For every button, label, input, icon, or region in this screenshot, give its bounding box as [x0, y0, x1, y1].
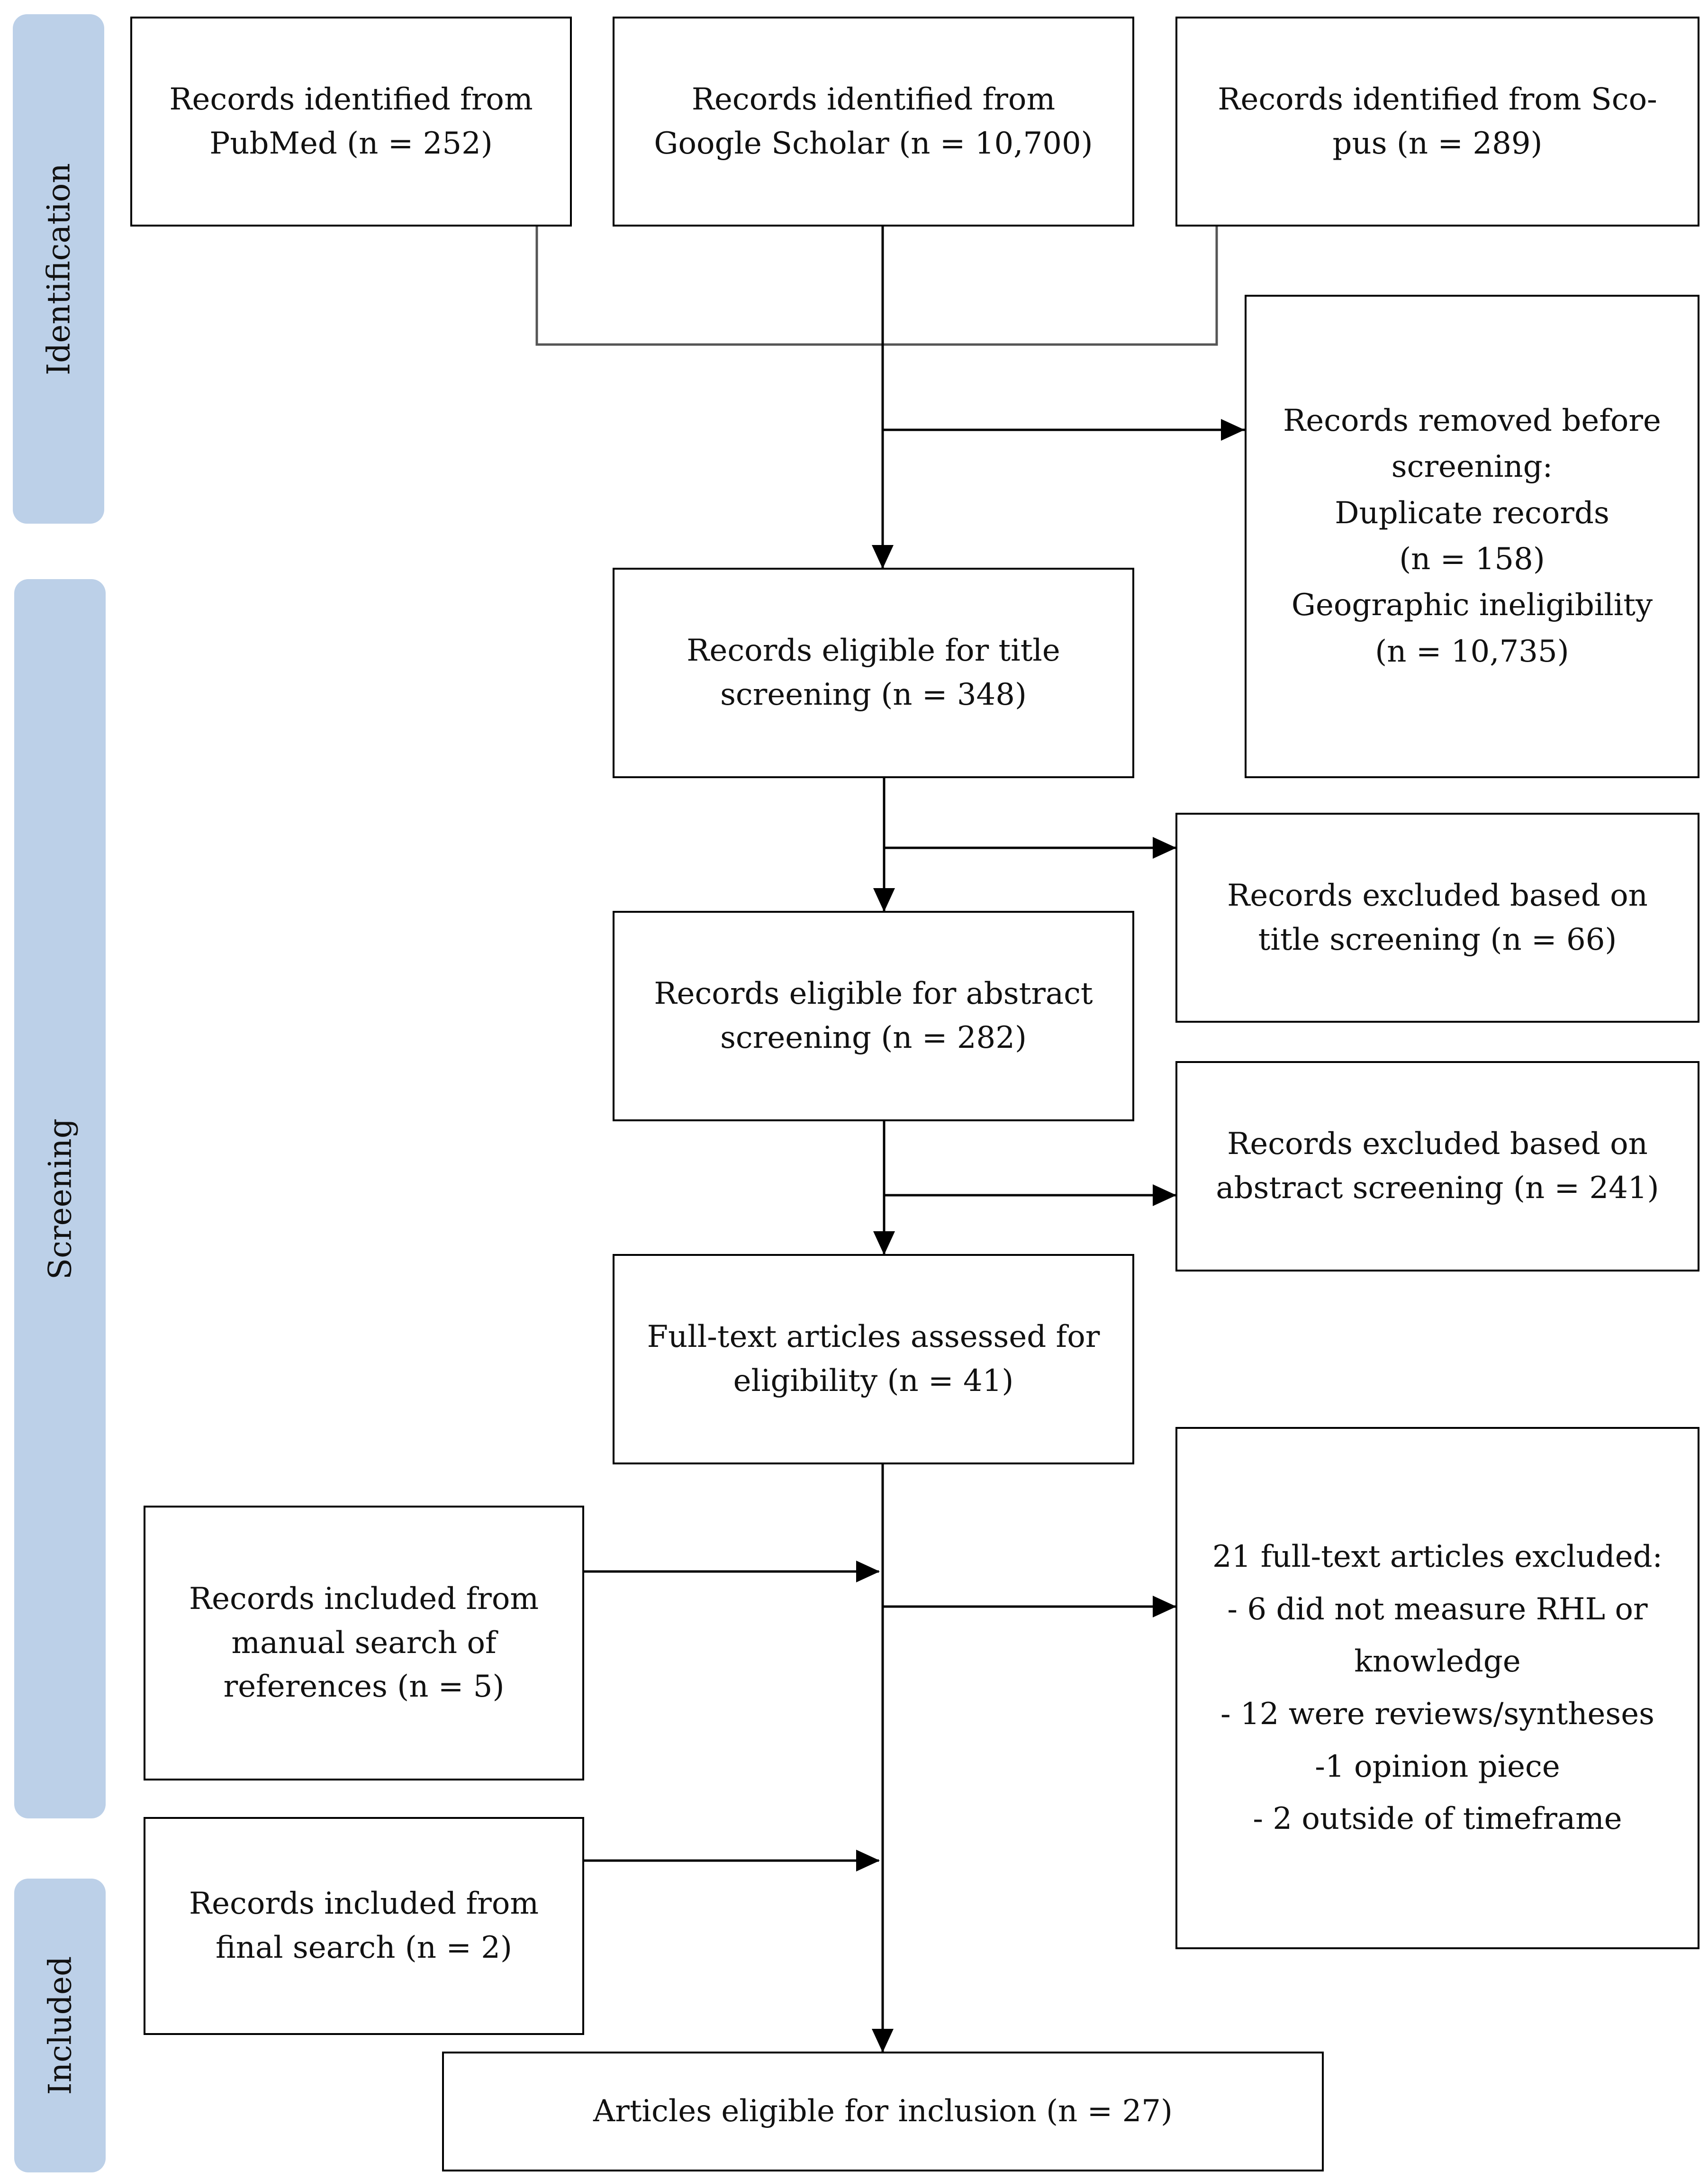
box-text-line: Google Scholar (n = 10,700) — [654, 126, 1093, 161]
box-text-line: manual search of — [231, 1625, 497, 1661]
arrowhead — [1153, 1596, 1176, 1617]
box-text-line: screening (n = 348) — [720, 677, 1027, 712]
box-text-line: Records excluded based on — [1227, 878, 1648, 913]
pubmed-records-box: Records identified from PubMed (n = 252) — [130, 17, 572, 227]
box-text-line: - 12 were reviews/syntheses — [1220, 1697, 1654, 1732]
box-text-line: Records identified from — [169, 82, 533, 117]
box-text-line: Records excluded based on — [1227, 1126, 1648, 1162]
box-text-line: screening: — [1391, 449, 1553, 485]
full-text-excluded-box: 21 full-text articles excluded: - 6 did … — [1175, 1427, 1699, 1949]
phase-bar-identification: Identification — [13, 14, 104, 524]
box-text-line: knowledge — [1354, 1644, 1521, 1680]
title-screening-box: Records eligible for title screening (n … — [613, 568, 1134, 778]
arrowhead — [1153, 837, 1176, 859]
box-text-line: Duplicate records — [1335, 495, 1609, 531]
box-text-line: eligibility (n = 41) — [733, 1363, 1014, 1399]
box-text-line: Records identified from — [691, 82, 1056, 117]
arrowhead — [1221, 419, 1245, 441]
arrowhead — [873, 888, 895, 912]
phase-bar-screening: Screening — [14, 579, 106, 1818]
box-text-line: title screening (n = 66) — [1258, 922, 1617, 957]
box-text-line: -1 opinion piece — [1315, 1749, 1560, 1784]
phase-label-included: Included — [42, 1956, 78, 2095]
arrowhead — [872, 2029, 894, 2053]
box-text-line: (n = 10,735) — [1375, 634, 1569, 669]
box-text-line: Full-text articles assessed for — [647, 1319, 1100, 1355]
arrowhead — [872, 545, 894, 569]
manual-search-box: Records included from manual search of r… — [144, 1506, 584, 1780]
box-text-line: - 2 outside of timeframe — [1253, 1801, 1622, 1837]
box-text-line: references (n = 5) — [223, 1669, 505, 1705]
google-scholar-records-box: Records identified from Google Scholar (… — [613, 17, 1134, 227]
removed-before-screening-box: Records removed before screening: Duplic… — [1245, 295, 1699, 778]
excluded-title-box: Records excluded based on title screenin… — [1175, 813, 1699, 1023]
phase-bar-included: Included — [14, 1879, 106, 2172]
phase-label-screening: Screening — [42, 1118, 78, 1280]
box-text-line: Records eligible for abstract — [654, 976, 1093, 1012]
abstract-screening-box: Records eligible for abstract screening … — [613, 911, 1134, 1121]
box-text-line: final search (n = 2) — [216, 1930, 512, 1965]
box-text-line: (n = 158) — [1399, 542, 1545, 577]
merge-connector — [535, 227, 1218, 346]
box-text-line: Records included from — [189, 1886, 539, 1922]
final-search-box: Records included from final search (n = … — [144, 1817, 584, 2035]
box-text-line: Records removed before — [1283, 403, 1661, 439]
box-text-line: abstract screening (n = 241) — [1216, 1171, 1659, 1206]
arrowhead — [856, 1850, 880, 1871]
phase-label-identification: Identification — [40, 163, 77, 375]
box-text-line: Records eligible for title — [687, 633, 1060, 669]
excluded-abstract-box: Records excluded based on abstract scree… — [1175, 1061, 1699, 1272]
full-text-assessed-box: Full-text articles assessed for eligibil… — [613, 1254, 1134, 1464]
box-text-line: 21 full-text articles excluded: — [1212, 1539, 1663, 1574]
box-text-line: Records identified from Sco- — [1218, 82, 1657, 117]
arrowhead — [1153, 1184, 1176, 1206]
box-text-line: pus (n = 289) — [1332, 126, 1543, 161]
box-text-line: Geographic ineligibility — [1291, 588, 1653, 623]
arrowhead — [873, 1231, 895, 1255]
arrowhead — [856, 1561, 880, 1582]
box-text-line: screening (n = 282) — [720, 1020, 1027, 1055]
scopus-records-box: Records identified from Sco- pus (n = 28… — [1175, 17, 1699, 227]
box-text-line: PubMed (n = 252) — [209, 126, 493, 161]
box-text-line: Records included from — [189, 1581, 539, 1617]
box-text-line: - 6 did not measure RHL or — [1227, 1591, 1648, 1627]
articles-included-box: Articles eligible for inclusion (n = 27) — [442, 2052, 1324, 2171]
box-text-line: Articles eligible for inclusion (n = 27) — [593, 2094, 1173, 2129]
